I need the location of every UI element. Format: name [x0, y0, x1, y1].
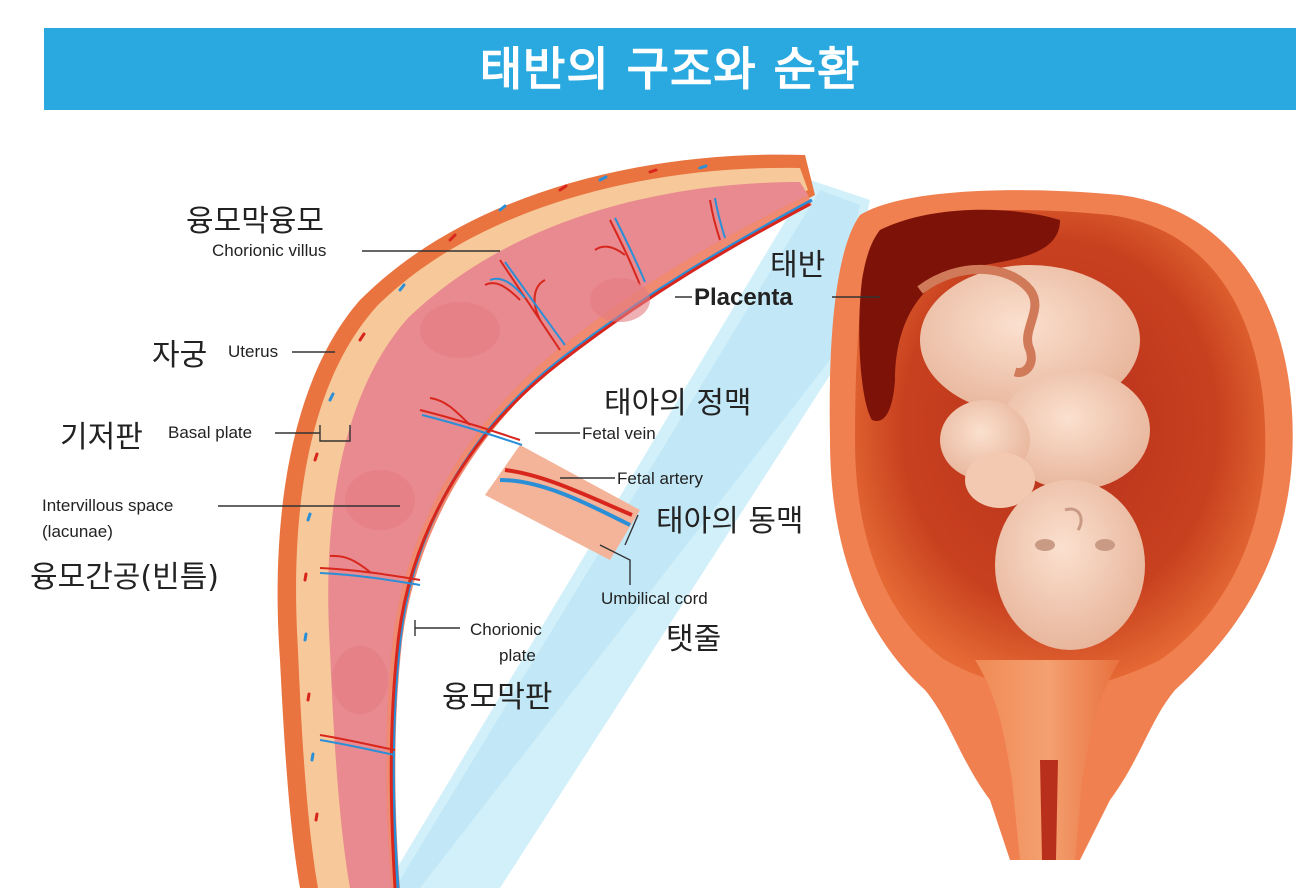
uterus-illustration: [829, 190, 1293, 860]
label-fetal-artery-ko: 태아의 동맥: [656, 504, 804, 539]
label-chorionic-plate-en-2: plate: [499, 646, 536, 665]
leader-umbilical: [599, 514, 639, 585]
label-umbilical-cord-ko: 탯줄: [666, 622, 722, 657]
label-intervillous-en-2: (lacunae): [42, 522, 113, 541]
maternal-vessels: [303, 164, 708, 822]
label-placenta-en: Placenta: [694, 284, 793, 311]
label-basal-plate-ko: 기저판: [60, 420, 143, 455]
leader-basal-plate: [275, 425, 351, 442]
label-umbilical-cord-en: Umbilical cord: [601, 589, 708, 608]
label-intervillous-en-1: Intervillous space: [42, 496, 174, 515]
page-title: 태반의 구조와 순환: [479, 42, 861, 96]
placenta-tissue: [328, 182, 808, 888]
label-chorionic-plate-ko: 융모막판: [442, 680, 553, 715]
fetus: [917, 264, 1150, 650]
label-chorionic-villus-en: Chorionic villus: [212, 241, 327, 260]
label-placenta-ko: 태반: [770, 248, 826, 283]
leader-chorionic-plate: [414, 620, 460, 636]
label-uterus-ko: 자궁: [152, 338, 208, 373]
intervillous-spaces: [332, 278, 650, 714]
umbilical-cord: [485, 445, 640, 560]
label-intervillous-ko: 융모간공(빈틈): [30, 560, 220, 595]
label-fetal-vein-ko: 태아의 정맥: [604, 386, 752, 421]
placenta-region: [859, 209, 1060, 421]
label-chorionic-plate-en-1: Chorionic: [470, 620, 542, 639]
label-chorionic-villus-ko: 융모막융모: [186, 204, 324, 239]
placenta-cross-section: [277, 154, 815, 888]
title-banner: 태반의 구조와 순환: [44, 28, 1296, 110]
fetal-artery-trunk: [389, 202, 811, 888]
label-fetal-vein-en: Fetal vein: [582, 424, 656, 443]
chorionic-villi: [319, 197, 726, 756]
leader-lines: [218, 250, 880, 636]
label-basal-plate-en: Basal plate: [168, 423, 253, 442]
label-uterus-en: Uterus: [228, 342, 279, 361]
label-fetal-artery-en: Fetal artery: [617, 469, 703, 488]
